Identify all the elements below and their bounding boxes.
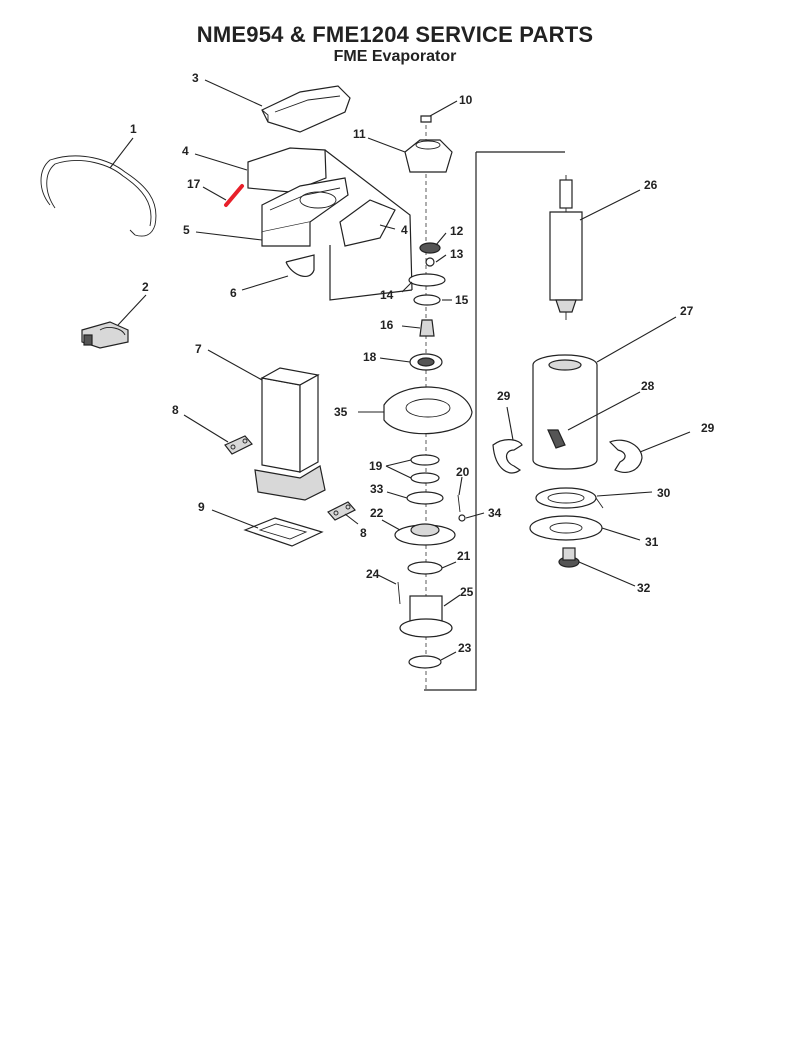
- callout-29: 29: [497, 389, 511, 403]
- callout-9: 9: [198, 500, 205, 514]
- part-9-gasket-frame: [243, 517, 324, 547]
- callout-2: 2: [142, 280, 149, 294]
- callout-24: 24: [366, 567, 380, 581]
- callout-11: 11: [353, 127, 366, 141]
- page-subtitle: FME Evaporator: [333, 48, 457, 65]
- callout-4: 4: [182, 144, 189, 158]
- part-32-bearing: [558, 547, 580, 568]
- callout-21: 21: [457, 549, 471, 563]
- callout-1: 1: [130, 122, 137, 136]
- callout-20: 20: [456, 465, 470, 479]
- callout-3: 3: [192, 71, 199, 85]
- callout-13: 13: [450, 247, 464, 261]
- callout-35: 35: [334, 405, 348, 419]
- part-3-cover: [261, 85, 351, 133]
- callout-30: 30: [657, 486, 671, 500]
- callout-34: 34: [488, 506, 502, 520]
- callout-31: 31: [645, 535, 659, 549]
- part-4-5-6-chute: [247, 147, 413, 301]
- callout-15: 15: [455, 293, 469, 307]
- leader-lines: [109, 79, 691, 661]
- central-shaft-stack: [383, 115, 473, 690]
- callout-16: 16: [380, 318, 394, 332]
- part-27-evaporator: [532, 354, 598, 470]
- callout-25: 25: [460, 585, 474, 599]
- callout-7: 7: [195, 342, 202, 356]
- page-title: NME954 & FME1204 SERVICE PARTS: [196, 22, 594, 47]
- callout-4: 4: [401, 223, 408, 237]
- callout-10: 10: [459, 93, 473, 107]
- part-2-clip: [81, 321, 129, 349]
- callout-17: 17: [187, 177, 201, 191]
- callout-32: 32: [637, 581, 651, 595]
- part-17-gasket: [224, 184, 244, 207]
- part-26-auger: [549, 175, 583, 320]
- callout-23: 23: [458, 641, 472, 655]
- callout-8: 8: [172, 403, 179, 417]
- part-1-bail-wire: [40, 155, 157, 237]
- callout-8: 8: [360, 526, 367, 540]
- callout-22: 22: [370, 506, 384, 520]
- callout-14: 14: [380, 288, 394, 302]
- callout-28: 28: [641, 379, 655, 393]
- part-7-liner: [254, 367, 326, 501]
- callout-29: 29: [701, 421, 715, 435]
- callout-18: 18: [363, 350, 377, 364]
- part-30-ring: [535, 487, 604, 509]
- callout-33: 33: [370, 482, 384, 496]
- callout-19: 19: [369, 459, 383, 473]
- assembly-bracket-line: [424, 151, 565, 691]
- callout-6: 6: [230, 286, 237, 300]
- part-31-gasket-plate: [529, 515, 603, 541]
- callout-12: 12: [450, 224, 464, 238]
- part-number-labels: 1 2 3 4 4 5 6 7 8 8 9 10 11 12 13 14 15 …: [130, 71, 715, 655]
- callout-26: 26: [644, 178, 658, 192]
- callout-5: 5: [183, 223, 190, 237]
- part-8-brackets: [224, 435, 356, 521]
- callout-27: 27: [680, 304, 694, 318]
